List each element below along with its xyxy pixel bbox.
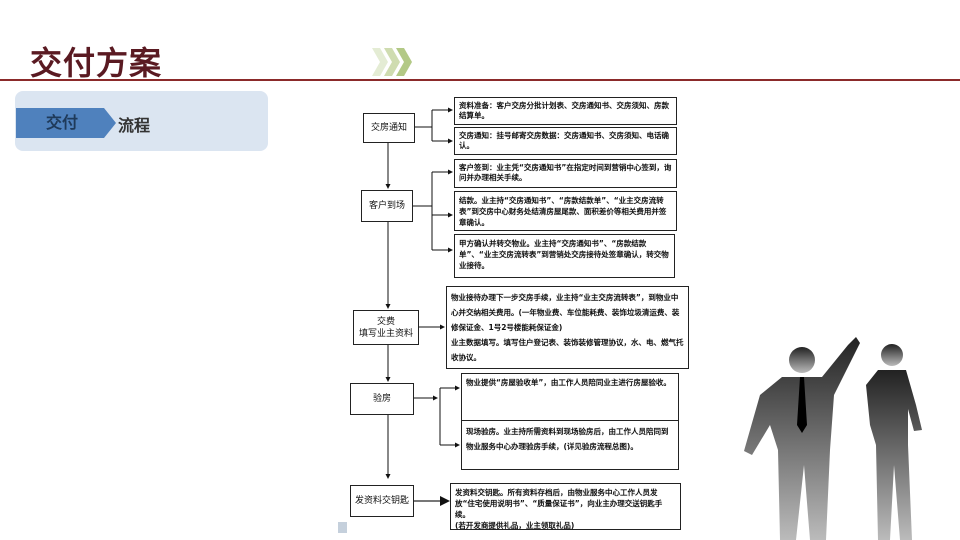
detail-box: 客户签到：业主凭“交房通知书”在指定时间到营销中心签到，询问并办理相关手续。 [454,159,677,188]
step-key-handover: 发资料交钥匙 [350,485,414,517]
step-payment: 交费 填写业主资料 [353,310,419,345]
detail-box: 资料准备：客户交房分批计划表、交房通知书、交房须知、房款结算单。 [454,97,677,125]
title-divider [0,79,960,81]
paste-options-icon[interactable] [338,522,347,533]
section-tag: 交付 [16,108,116,138]
detail-box: 结款。业主持“交房通知书”、“房款结款单”、“业主交房流转表”到交房中心财务处结… [454,191,677,231]
step-delivery-notice: 交房通知 [363,113,415,143]
chevrons-icon [372,48,412,76]
page-title: 交付方案 [30,44,163,82]
business-people-image [744,337,922,540]
step-inspection: 验房 [350,383,414,415]
detail-box: 甲方确认并转交物业。业主持“交房通知书”、“房款结款单”、“业主交房流转表”到营… [454,234,675,278]
detail-box: 现场验房。业主持所需资料到现场验房后，由工作人员陪同到物业服务中心办理验房手续，… [461,420,679,470]
detail-box: 发资料交钥匙。所有资料存档后，由物业服务中心工作人员发放“住宅使用说明书”、“质… [450,483,681,530]
detail-box: 物业提供“房屋验收单”，由工作人员陪同业主进行房屋验收。 [461,373,679,421]
detail-box: 物业接待办理下一步交房手续，业主持“业主交房流转表”，到物业中心并交纳相关费用。… [446,286,689,369]
detail-box: 交房通知：挂号邮寄交房数据：交房通知书、交房须知、电话确认。 [454,127,677,155]
section-label: 流程 [118,116,151,135]
step-customer-arrival: 客户到场 [361,190,413,222]
